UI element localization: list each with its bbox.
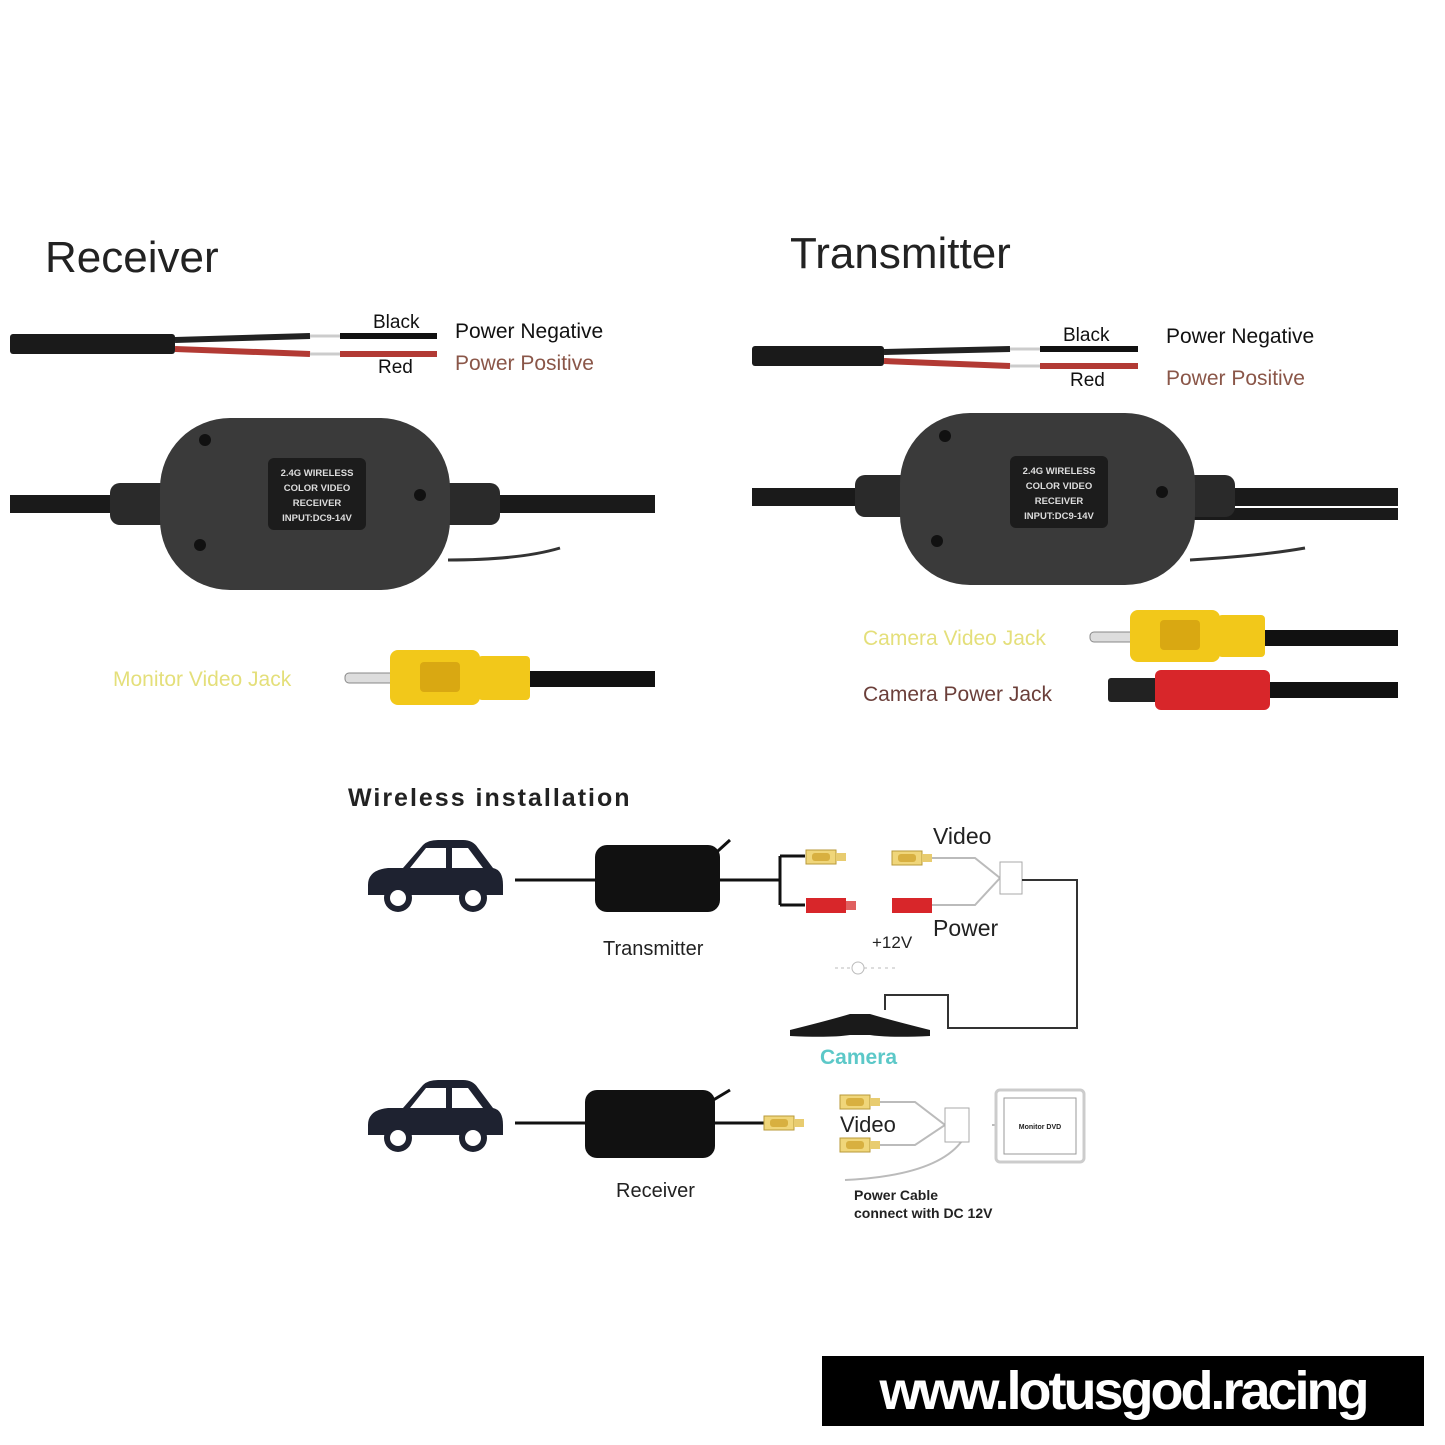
svg-text:RECEIVER: RECEIVER xyxy=(293,498,342,509)
rca-video-plug-icon xyxy=(805,849,847,865)
switch-icon xyxy=(835,961,895,975)
power-cable-label-line1: Power Cable xyxy=(854,1187,938,1203)
receiver-title: Receiver xyxy=(45,233,219,282)
red-power-plug-icon xyxy=(806,898,856,913)
transmitter-module: 2.4G WIRELESS COLOR VIDEO RECEIVER INPUT… xyxy=(752,413,1398,585)
camera-video-jack-label: Camera Video Jack xyxy=(863,627,1046,650)
installation-video-label: Video xyxy=(933,823,991,849)
camera-video-jack xyxy=(1089,610,1398,662)
svg-text:2.4G WIRELESS: 2.4G WIRELESS xyxy=(1023,466,1096,477)
svg-text:COLOR VIDEO: COLOR VIDEO xyxy=(284,483,351,494)
camera-rca-socket-icon xyxy=(891,850,933,866)
transmitter-box-icon xyxy=(595,838,805,912)
transmitter-power-negative-label: Power Negative xyxy=(1166,325,1314,348)
svg-text:RECEIVER: RECEIVER xyxy=(1035,496,1084,507)
svg-text:INPUT:DC9-14V: INPUT:DC9-14V xyxy=(1024,511,1094,522)
transmitter-wire-red-label: Red xyxy=(1070,370,1105,391)
installation-receiver-label: Receiver xyxy=(616,1180,695,1202)
receiver-power-positive-label: Power Positive xyxy=(455,352,594,375)
installation-video-label-2: Video xyxy=(840,1112,896,1137)
car-icon xyxy=(368,1080,503,1152)
svg-text:COLOR VIDEO: COLOR VIDEO xyxy=(1026,481,1093,492)
transmitter-power-wires xyxy=(752,346,1138,369)
installation-voltage-label: +12V xyxy=(872,933,913,952)
watermark: www.lotusgod.racing xyxy=(822,1356,1424,1426)
installation-camera-label: Camera xyxy=(820,1046,897,1069)
camera-power-jack-label: Camera Power Jack xyxy=(863,683,1053,706)
transmitter-wire-black-label: Black xyxy=(1063,325,1110,346)
installation-power-label: Power xyxy=(933,915,999,941)
monitor-dvd-icon: Monitor DVD xyxy=(994,1088,1086,1164)
receiver-wire-black-label: Black xyxy=(373,312,420,333)
svg-text:INPUT:DC9-14V: INPUT:DC9-14V xyxy=(282,513,352,524)
monitor-rca-socket-icon xyxy=(839,1137,881,1153)
receiver-power-wires xyxy=(10,333,437,357)
receiver-rca-plug-icon xyxy=(763,1115,805,1131)
svg-text:Monitor DVD: Monitor DVD xyxy=(1019,1124,1061,1131)
power-cable-label-line2: connect with DC 12V xyxy=(854,1205,993,1221)
transmitter-title: Transmitter xyxy=(790,229,1011,278)
installation-title: Wireless installation xyxy=(348,784,632,812)
receiver-power-negative-label: Power Negative xyxy=(455,320,603,343)
camera-power-jack xyxy=(1108,670,1398,710)
transmitter-power-positive-label: Power Positive xyxy=(1166,367,1305,390)
monitor-video-jack-label: Monitor Video Jack xyxy=(113,668,292,691)
monitor-video-jack xyxy=(344,650,655,705)
installation-transmitter-label: Transmitter xyxy=(603,938,704,960)
car-icon xyxy=(368,840,503,912)
monitor-rca-socket-icon xyxy=(839,1094,881,1110)
receiver-box-icon xyxy=(585,1088,765,1158)
camera-icon xyxy=(790,1014,930,1037)
receiver-module: 2.4G WIRELESS COLOR VIDEO RECEIVER INPUT… xyxy=(10,418,655,590)
receiver-wire-red-label: Red xyxy=(378,357,413,378)
camera-power-socket-icon xyxy=(884,857,1078,1029)
svg-text:2.4G WIRELESS: 2.4G WIRELESS xyxy=(281,468,354,479)
